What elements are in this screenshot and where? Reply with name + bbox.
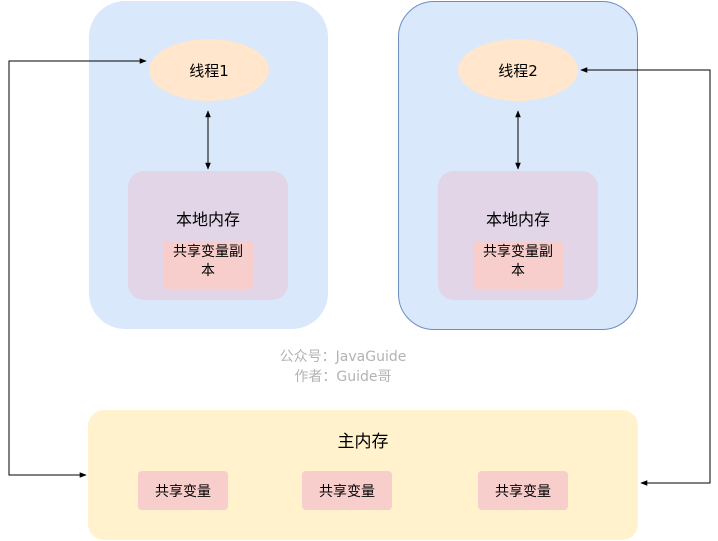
thread-2-main-memory-arrow bbox=[580, 67, 711, 486]
main-memory-title: 主内存 bbox=[337, 432, 389, 452]
shared-variable-2[interactable]: 共享变量 bbox=[302, 471, 392, 510]
shared-variable-1[interactable]: 共享变量 bbox=[138, 471, 228, 510]
thread-1-node[interactable]: 线程1 bbox=[149, 39, 269, 101]
thread-2-label: 线程2 bbox=[498, 61, 538, 80]
thread-1-main-memory-arrow bbox=[8, 58, 147, 478]
thread-2-node[interactable]: 线程2 bbox=[458, 39, 578, 101]
thread-1-shared-variable-copy[interactable]: 共享变量副本 bbox=[163, 241, 253, 289]
watermark-line-1: 公众号：JavaGuide bbox=[279, 349, 407, 365]
thread-1-local-memory-title: 本地内存 bbox=[175, 210, 240, 229]
thread-1-label: 线程1 bbox=[189, 61, 229, 80]
thread-2-local-memory-title: 本地内存 bbox=[485, 210, 550, 229]
shared-variable-3[interactable]: 共享变量 bbox=[478, 471, 568, 510]
watermark-line-2: 作者：Guide哥 bbox=[294, 369, 392, 385]
thread-2-shared-variable-copy[interactable]: 共享变量副本 bbox=[473, 241, 563, 289]
